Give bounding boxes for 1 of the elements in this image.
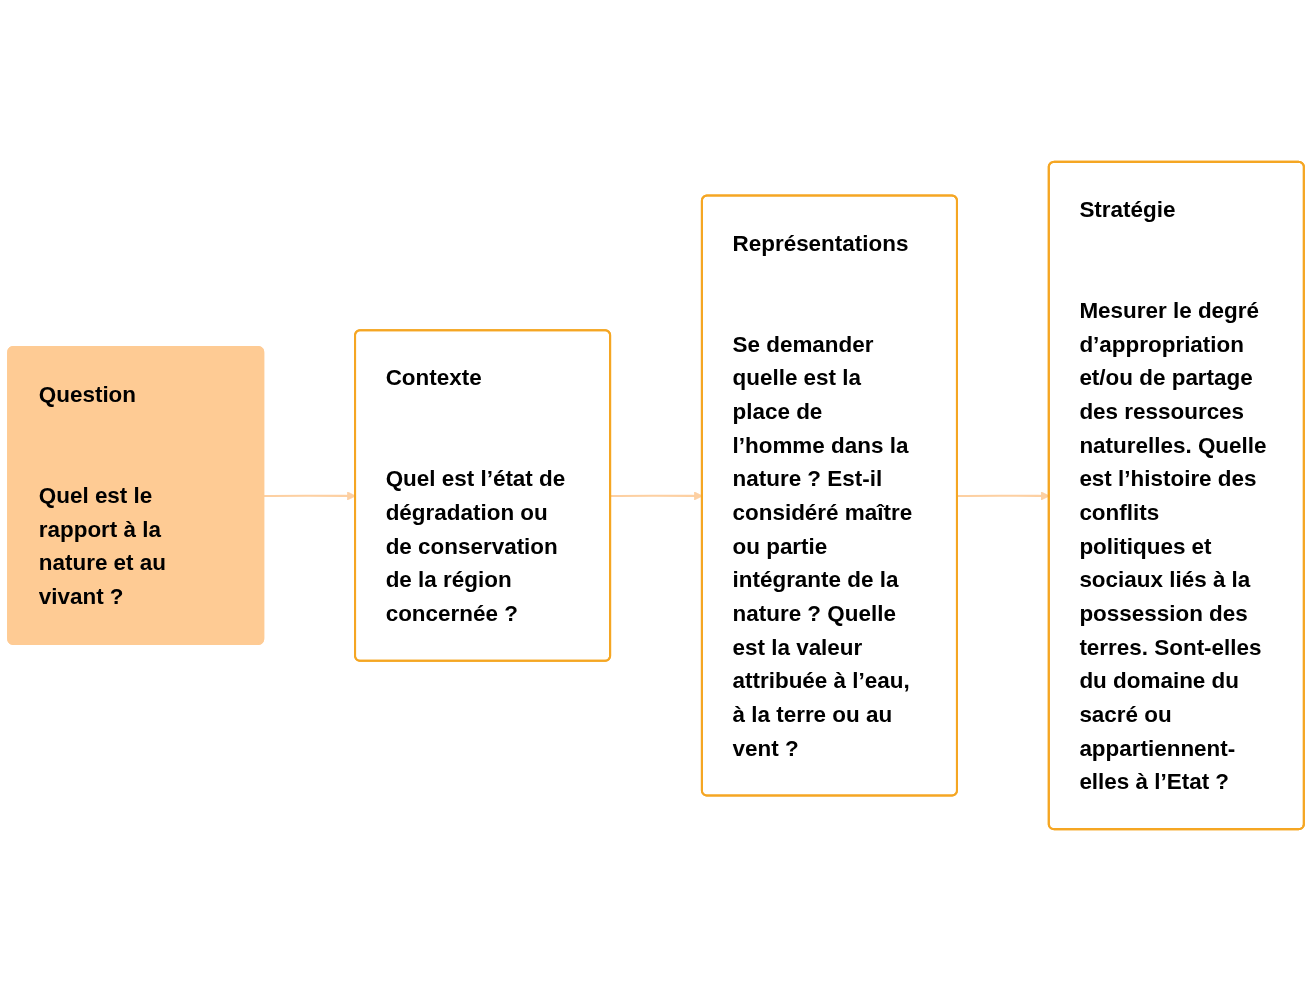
arrow: [263, 491, 356, 501]
